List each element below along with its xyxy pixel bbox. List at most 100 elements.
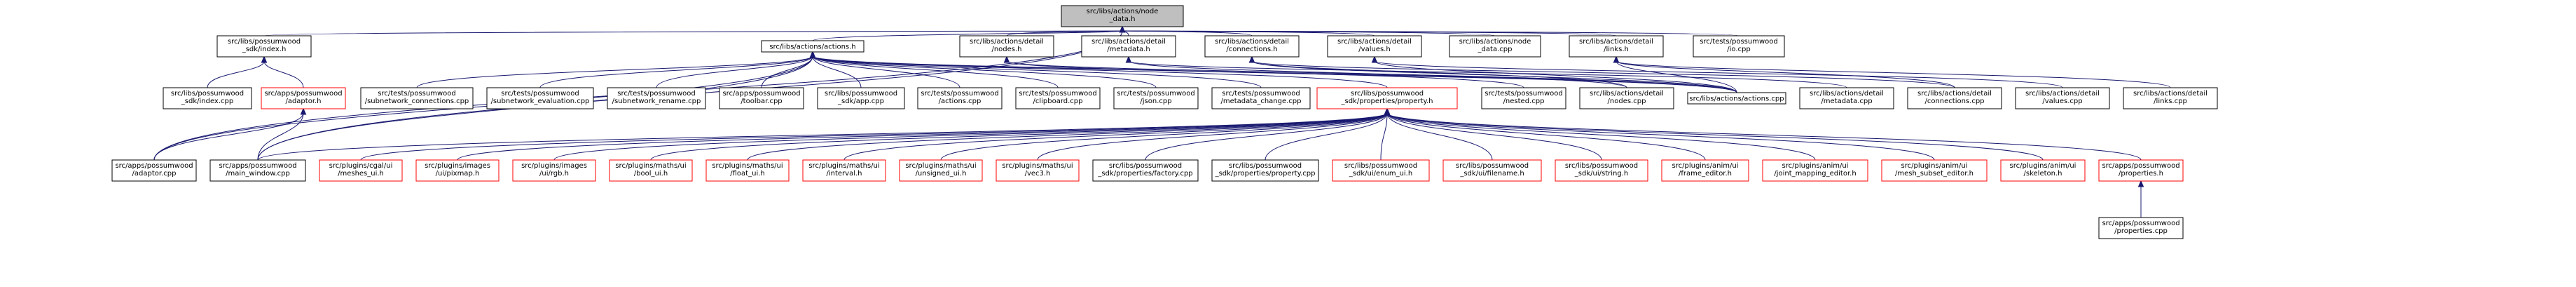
graph-node-detail-links-cpp[interactable]: src/libs/actions/detail/links.cpp	[2123, 87, 2218, 109]
edge-actions_cpp-to-detail_nodes_h	[1003, 55, 1737, 93]
node-label-line: src/plugins/maths/ui	[615, 162, 686, 170]
edge-arrowhead	[2137, 180, 2144, 187]
graph-node-sdk-index-h[interactable]: src/libs/possumwood_sdk/index.h	[216, 35, 312, 58]
graph-node-detail-nodes-cpp[interactable]: src/libs/actions/detail/nodes.cpp	[1579, 87, 1674, 109]
node-label-line: /properties.h	[2119, 170, 2163, 178]
edge-line	[1386, 112, 1493, 161]
graph-node-meshes-ui-h[interactable]: src/plugins/cgal/ui/meshes_ui.h	[319, 159, 403, 182]
graph-node-rgb-h[interactable]: src/plugins/images/ui/rgb.h	[512, 159, 596, 182]
edge-arrowhead	[809, 51, 816, 58]
edge-line	[457, 112, 1388, 161]
graph-node-property-h[interactable]: src/libs/possumwood_sdk/properties/prope…	[1316, 87, 1458, 109]
graph-node-adaptor-cpp[interactable]: src/apps/possumwood/adaptor.cpp	[111, 159, 197, 182]
graph-node-subnetwork-evaluation-cpp[interactable]: src/tests/possumwood/subnetwork_evaluati…	[486, 87, 594, 109]
graph-node-pixmap-h[interactable]: src/plugins/images/ui/pixmap.h	[415, 159, 500, 182]
graph-node-metadata-change-cpp[interactable]: src/tests/possumwood/metadata_change.cpp	[1211, 87, 1311, 109]
graph-node-interval-h[interactable]: src/plugins/maths/ui/interval.h	[802, 159, 886, 182]
graph-node-subnetwork-connections-cpp[interactable]: src/tests/possumwood/subnetwork_connecti…	[360, 87, 474, 109]
graph-node-string-h[interactable]: src/libs/possumwood_sdk/ui/string.h	[1555, 159, 1648, 182]
graph-node-detail-nodes-h[interactable]: src/libs/actions/detail/nodes.h	[959, 35, 1054, 58]
graph-node-filename-h[interactable]: src/libs/possumwood_sdk/ui/filename.h	[1442, 159, 1542, 182]
edge-filename_h-to-property_h	[1384, 107, 1493, 161]
node-label-line: src/libs/possumwood	[1109, 162, 1182, 170]
edge-line	[940, 112, 1388, 161]
graph-node-json-cpp[interactable]: src/tests/possumwood/json.cpp	[1113, 87, 1199, 109]
graph-node-detail-metadata-cpp[interactable]: src/libs/actions/detail/metadata.cpp	[1799, 87, 1894, 109]
edge-actions_cpp-to-detail_metadata_h	[1125, 55, 1737, 93]
edge-line	[1386, 112, 2142, 161]
edge-line	[1128, 60, 1737, 93]
node-label-line: /metadata.h	[1107, 46, 1150, 53]
graph-node-sdk-app-cpp[interactable]: src/libs/possumwood_sdk/app.cpp	[817, 87, 905, 109]
node-label-line: /values.h	[1358, 46, 1390, 53]
graph-node-tests-actions-cpp[interactable]: src/tests/possumwood/actions.cpp	[917, 87, 1003, 109]
node-label-line: src/libs/actions/detail	[1215, 38, 1289, 46]
node-label-line: src/tests/possumwood	[1019, 90, 1096, 98]
graph-node-tests-io-cpp[interactable]: src/tests/possumwood/io.cpp	[1693, 35, 1785, 58]
graph-node-clipboard-cpp[interactable]: src/tests/possumwood/clipboard.cpp	[1015, 87, 1101, 109]
edge-skeleton_h-to-property_h	[1384, 107, 2044, 161]
edge-line	[553, 112, 1388, 161]
graph-node-actions-h[interactable]: src/libs/actions/actions.h	[761, 40, 865, 53]
graph-node-nested-cpp[interactable]: src/tests/possumwood/nested.cpp	[1481, 87, 1566, 109]
node-label-line: src/libs/actions/detail	[1091, 38, 1166, 46]
graph-node-actions-cpp[interactable]: src/libs/actions/actions.cpp	[1687, 92, 1786, 105]
graph-node-detail-values-h[interactable]: src/libs/actions/detail/values.h	[1327, 35, 1422, 58]
node-label-line: src/apps/possumwood	[219, 162, 296, 170]
graph-node-enum-ui-h[interactable]: src/libs/possumwood_sdk/ui/enum_ui.h	[1332, 159, 1430, 182]
graph-node-skeleton-h[interactable]: src/plugins/anim/ui/skeleton.h	[2000, 159, 2086, 182]
graph-node-factory-cpp[interactable]: src/libs/possumwood_sdk/properties/facto…	[1092, 159, 1199, 182]
node-label-line: /links.h	[1604, 46, 1629, 53]
graph-node-node-data-cpp[interactable]: src/libs/actions/node_data.cpp	[1449, 35, 1541, 58]
node-box	[1442, 159, 1542, 182]
graph-node-property-cpp[interactable]: src/libs/possumwood_sdk/properties/prope…	[1211, 159, 1319, 182]
graph-node-unsigned-ui-h[interactable]: src/plugins/maths/ui/unsigned_ui.h	[899, 159, 983, 182]
node-box	[1555, 159, 1648, 182]
node-label-line: src/libs/possumwood	[1565, 162, 1638, 170]
node-label-line: /nodes.cpp	[1608, 98, 1646, 105]
graph-node-subnetwork-rename-cpp[interactable]: src/tests/possumwood/subnetwork_rename.c…	[607, 87, 706, 109]
node-label-line: /vec3.h	[1025, 170, 1051, 178]
graph-node-detail-links-h[interactable]: src/libs/actions/detail/links.h	[1569, 35, 1664, 58]
graph-node-float-ui-h[interactable]: src/plugins/maths/ui/float_ui.h	[705, 159, 790, 182]
graph-node-detail-values-cpp[interactable]: src/libs/actions/detail/values.cpp	[2015, 87, 2110, 109]
graph-node-detail-connections-h[interactable]: src/libs/actions/detail/connections.h	[1204, 35, 1300, 58]
node-label-line: _sdk/app.cpp	[837, 98, 884, 105]
node-label-line: /unsigned_ui.h	[916, 170, 967, 178]
graph-node-sdk-index-cpp[interactable]: src/libs/possumwood_sdk/index.cpp	[163, 87, 252, 109]
graph-node-frame-editor-h[interactable]: src/plugins/anim/ui/frame_editor.h	[1661, 159, 1749, 182]
graph-node-toolbar-cpp[interactable]: src/apps/possumwood/toolbar.cpp	[719, 87, 804, 109]
node-label-line: src/apps/possumwood	[2102, 162, 2179, 170]
edge-arrowhead	[300, 107, 307, 115]
node-label-line: /interval.h	[826, 170, 862, 178]
graph-node-main-window-cpp[interactable]: src/apps/possumwood/main_window.cpp	[209, 159, 306, 182]
node-label-line: src/plugins/anim/ui	[1901, 162, 1968, 170]
graph-node-detail-connections-cpp[interactable]: src/libs/actions/detail/connections.cpp	[1907, 87, 2002, 109]
node-label-line: /subnetwork_connections.cpp	[365, 98, 469, 105]
graph-node-detail-metadata-h[interactable]: src/libs/actions/detail/metadata.h	[1081, 35, 1176, 58]
node-box	[1113, 87, 1199, 109]
node-label-line: src/libs/actions/detail	[1810, 90, 1884, 98]
node-box	[486, 87, 594, 109]
graph-node-mesh-subset-editor-h[interactable]: src/plugins/anim/ui/mesh_subset_editor.h	[1881, 159, 1988, 182]
graph-node-node-data-h[interactable]: src/libs/actions/node_data.h	[1061, 5, 1184, 27]
graph-node-adaptor-h[interactable]: src/apps/possumwood/adaptor.h	[261, 87, 346, 109]
graph-node-bool-ui-h[interactable]: src/plugins/maths/ui/bool_ui.h	[609, 159, 693, 182]
graph-node-joint-mapping-editor-h[interactable]: src/plugins/anim/ui/joint_mapping_editor…	[1762, 159, 1868, 182]
graph-edges	[153, 25, 2171, 218]
node-label-line: /connections.h	[1226, 46, 1277, 53]
edge-line	[1265, 112, 1388, 161]
node-label-line: src/libs/actions/detail	[2133, 90, 2207, 98]
edge-line	[812, 55, 1157, 88]
graph-node-properties-cpp[interactable]: src/apps/possumwood/properties.cpp	[2098, 217, 2184, 239]
node-box	[261, 87, 346, 109]
edge-line	[812, 55, 1388, 88]
edge-arrowhead	[1613, 55, 1620, 63]
graph-nodes: src/libs/actions/node_data.h src/libs/pos…	[111, 5, 2218, 239]
node-label-line: src/libs/actions/detail	[1579, 38, 1653, 46]
graph-node-vec3-h[interactable]: src/plugins/maths/ui/vec3.h	[996, 159, 1080, 182]
edge-line	[1374, 60, 2063, 88]
node-box	[319, 159, 403, 182]
node-label-line: /connections.cpp	[1924, 98, 1984, 105]
graph-node-properties-h[interactable]: src/apps/possumwood/properties.h	[2098, 159, 2184, 182]
